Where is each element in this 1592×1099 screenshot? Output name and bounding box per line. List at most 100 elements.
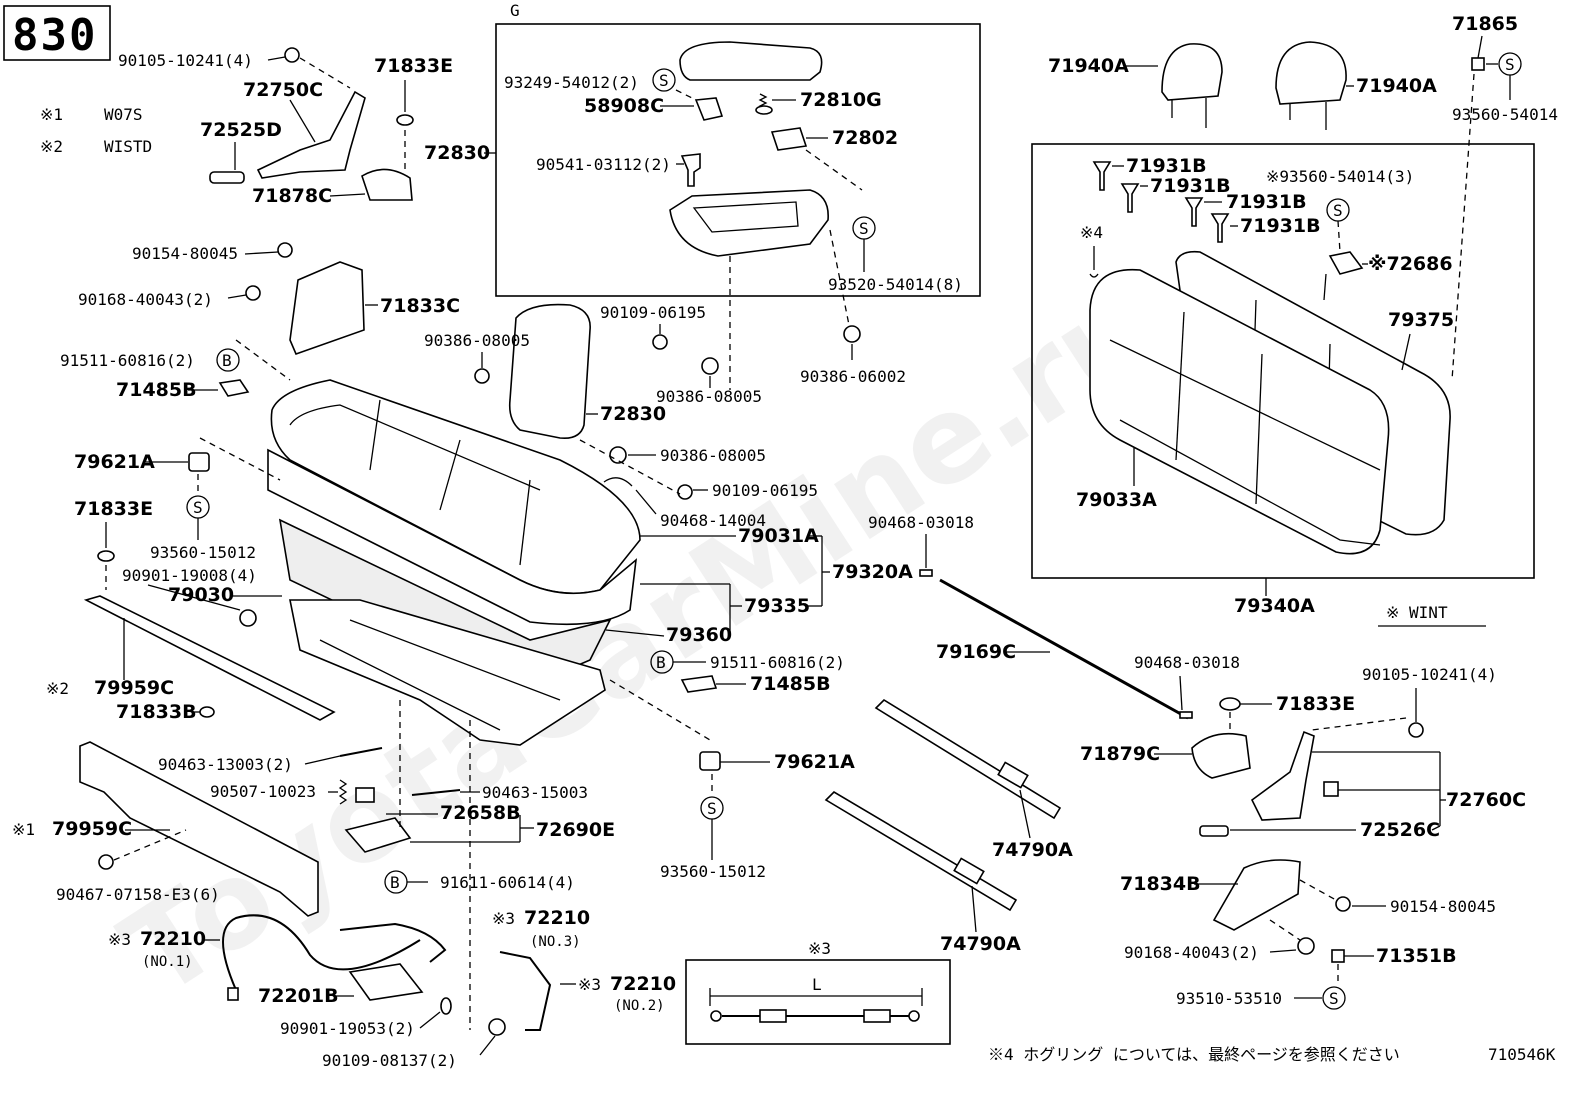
label-no2: (NO.2) <box>614 998 665 1014</box>
bushing-icon <box>843 325 861 343</box>
note4-footer: ※4 ホグリング については、最終ページを参照ください <box>988 1045 1400 1064</box>
label-58908C: 58908C <box>584 95 664 117</box>
box-g-label: G <box>510 1 520 20</box>
note2-79959C-mark: ※2 <box>46 679 69 698</box>
clip-icon <box>1179 711 1193 719</box>
headrest-71940A-left-icon <box>1161 43 1223 101</box>
svg-text:B: B <box>390 873 400 892</box>
label-79335: 79335 <box>744 595 810 617</box>
label-90109-06195-b: 90109-06195 <box>712 481 818 500</box>
buckle-icon <box>997 761 1029 789</box>
note1-text: W07S <box>104 105 143 124</box>
label-71865: 71865 <box>1452 13 1518 35</box>
label-74790A-upper: 74790A <box>992 839 1073 861</box>
svg-text:S: S <box>659 71 669 90</box>
bushing-icon <box>474 368 490 384</box>
block-icon <box>355 787 375 803</box>
dim-l-label: L <box>812 975 822 994</box>
label-93510-53510: 93510-53510 <box>1176 989 1282 1008</box>
cover-71879C-icon <box>1191 732 1251 779</box>
label-72802: 72802 <box>832 127 898 149</box>
bracket-71833C-icon <box>289 261 365 356</box>
label-79033A: 79033A <box>1076 489 1157 511</box>
label-71833B: 71833B <box>116 701 197 723</box>
label-93560-15012-left: 93560-15012 <box>150 543 256 562</box>
label-72526C: 72526C <box>1360 819 1440 841</box>
clip-icon <box>199 706 215 718</box>
bolt-icon <box>1297 937 1315 955</box>
note4-mark: ※4 <box>1080 223 1103 242</box>
label-93249-54012: 93249-54012(2) <box>504 73 639 92</box>
label-72830-box: 72830 <box>424 142 490 164</box>
label-90154-80045-right: 90154-80045 <box>1390 897 1496 916</box>
bolt-icon <box>488 1018 506 1036</box>
label-72525D: 72525D <box>200 119 282 141</box>
symbol-s-icon <box>652 68 676 92</box>
spring-base-icon <box>755 105 773 115</box>
clip-71485B-icon <box>218 379 250 397</box>
recliner-72760C-icon <box>1250 730 1315 821</box>
page-code-box <box>3 5 111 61</box>
svg-text:S: S <box>707 799 717 818</box>
label-71940A-left: 71940A <box>1048 55 1129 77</box>
cap-icon <box>188 452 210 472</box>
svg-text:S: S <box>193 498 203 517</box>
armrest-base-icon <box>669 189 829 257</box>
label-90386-08005-b: 90386-08005 <box>656 387 762 406</box>
label-72760C: 72760C <box>1446 789 1526 811</box>
label-79959C-lower: 79959C <box>52 818 132 840</box>
nut-icon <box>1331 949 1345 963</box>
label-79169C: 79169C <box>936 641 1016 663</box>
seat-back-79033A-icon <box>1089 268 1390 555</box>
headrest-71940A-right-icon <box>1275 41 1347 105</box>
label-79320A: 79320A <box>832 561 913 583</box>
label-90109-08137: 90109-08137(2) <box>322 1051 457 1070</box>
label-93520-54014: 93520-54014(8) <box>828 275 963 294</box>
label-72210-no3: 72210 <box>524 907 590 929</box>
clip-icon <box>98 854 114 870</box>
group-box-g <box>495 23 981 297</box>
label-90507-10023: 90507-10023 <box>210 782 316 801</box>
hog-ring-icon <box>1089 273 1099 278</box>
clip-icon <box>440 997 452 1015</box>
label-79621A-left: 79621A <box>74 451 155 473</box>
bolt-icon <box>245 285 261 301</box>
label-79375: 79375 <box>1388 309 1454 331</box>
svg-text:S: S <box>1329 989 1339 1008</box>
bolt-icon <box>677 484 693 500</box>
label-93560-15012-center: 93560-15012 <box>660 862 766 881</box>
screw-icon <box>680 153 701 187</box>
label-79030: 79030 <box>168 584 234 606</box>
lock-72690E-icon <box>344 817 412 853</box>
label-90467-07158: 90467-07158-E3(6) <box>56 885 220 904</box>
label-72690E: 72690E <box>536 819 615 841</box>
recliner-hinge-icon <box>256 90 366 179</box>
label-71485B-left: 71485B <box>116 379 197 401</box>
label-90901-19053: 90901-19053(2) <box>280 1019 415 1038</box>
label-79360: 79360 <box>666 624 732 646</box>
label-71931B-2: 71931B <box>1150 175 1231 197</box>
svg-text:B: B <box>656 653 666 672</box>
note3-mark-a: ※3 <box>108 930 131 949</box>
wint-note: ※ WINT <box>1386 603 1448 622</box>
label-74790A-lower: 74790A <box>940 933 1021 955</box>
label-90386-06002: 90386-06002 <box>800 367 906 386</box>
label-72210-no2: 72210 <box>610 973 676 995</box>
label-72201B: 72201B <box>258 985 339 1007</box>
label-71833E-left: 71833E <box>74 498 153 520</box>
note1-mark: ※1 <box>40 105 63 124</box>
label-72658B: 72658B <box>440 802 521 824</box>
clip-icon <box>1219 697 1241 711</box>
pin-icon <box>1210 213 1230 243</box>
pin-icon <box>1092 161 1112 191</box>
label-71878C: 71878C <box>252 185 332 207</box>
label-72750C: 72750C <box>243 79 323 101</box>
label-71485B-center: 71485B <box>750 673 831 695</box>
bolt-icon <box>277 242 293 258</box>
bolt-icon <box>1408 722 1424 738</box>
label-71834B: 71834B <box>1120 873 1201 895</box>
belt-upper-icon <box>874 698 1062 820</box>
label-79959C-upper: 79959C <box>94 677 174 699</box>
label-90386-08005-c: 90386-08005 <box>660 446 766 465</box>
label-71351B: 71351B <box>1376 945 1457 967</box>
